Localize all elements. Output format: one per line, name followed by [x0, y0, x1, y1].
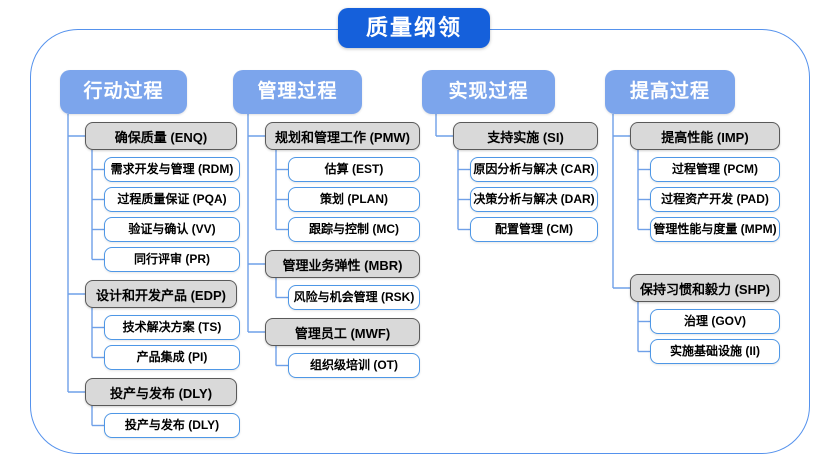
process-column: 行动过程确保质量 (ENQ) 需求开发与管理 (RDM) 过程质量保证 (PQA) 验…	[60, 70, 242, 438]
child-process-node: 配置管理 (CM)	[470, 217, 598, 242]
process-column: 实现过程支持实施 (SI) 原因分析与解决 (CAR) 决策分析与解决 (DAR) 配…	[422, 70, 600, 242]
child-process-node: 风险与机会管理 (RSK)	[288, 285, 420, 310]
child-process-node: 过程质量保证 (PQA)	[104, 187, 240, 212]
process-group: 保持习惯和毅力 (SHP) 治理 (GOV) 实施基础设施 (II)	[605, 274, 785, 364]
process-group: 支持实施 (SI) 原因分析与解决 (CAR) 决策分析与解决 (DAR) 配置管理 …	[422, 122, 600, 242]
parent-process-node: 支持实施 (SI)	[453, 122, 598, 150]
column-header: 实现过程	[422, 70, 555, 114]
column-header: 管理过程	[233, 70, 362, 114]
child-process-node: 过程资产开发 (PAD)	[650, 187, 780, 212]
child-process-node: 投产与发布 (DLY)	[104, 413, 240, 438]
child-process-node: 原因分析与解决 (CAR)	[470, 157, 598, 182]
child-process-list: 治理 (GOV) 实施基础设施 (II)	[605, 309, 785, 364]
process-group: 确保质量 (ENQ) 需求开发与管理 (RDM) 过程质量保证 (PQA) 验证与确认…	[60, 122, 242, 272]
child-process-list: 估算 (EST) 策划 (PLAN) 跟踪与控制 (MC)	[233, 157, 423, 242]
child-process-node: 估算 (EST)	[288, 157, 420, 182]
process-group: 管理员工 (MWF) 组织级培训 (OT)	[233, 318, 423, 378]
child-process-node: 管理性能与度量 (MPM)	[650, 217, 780, 242]
parent-process-node: 投产与发布 (DLY)	[85, 378, 237, 406]
process-group: 提高性能 (IMP) 过程管理 (PCM) 过程资产开发 (PAD) 管理性能与度量 …	[605, 122, 785, 242]
child-process-list: 过程管理 (PCM) 过程资产开发 (PAD) 管理性能与度量 (MPM)	[605, 157, 785, 242]
child-process-list: 原因分析与解决 (CAR) 决策分析与解决 (DAR) 配置管理 (CM)	[422, 157, 600, 242]
child-process-node: 策划 (PLAN)	[288, 187, 420, 212]
parent-process-node: 保持习惯和毅力 (SHP)	[630, 274, 780, 302]
parent-process-node: 规划和管理工作 (PMW)	[265, 122, 420, 150]
process-column: 管理过程规划和管理工作 (PMW) 估算 (EST) 策划 (PLAN) 跟踪与控制 …	[233, 70, 423, 378]
child-process-list: 需求开发与管理 (RDM) 过程质量保证 (PQA) 验证与确认 (VV) 同行评审 …	[60, 157, 242, 272]
child-process-node: 同行评审 (PR)	[104, 247, 240, 272]
child-process-node: 跟踪与控制 (MC)	[288, 217, 420, 242]
process-group: 管理业务弹性 (MBR) 风险与机会管理 (RSK)	[233, 250, 423, 310]
child-process-node: 组织级培训 (OT)	[288, 353, 420, 378]
child-process-list: 技术解决方案 (TS) 产品集成 (PI)	[60, 315, 242, 370]
child-process-list: 风险与机会管理 (RSK)	[233, 285, 423, 310]
child-process-node: 验证与确认 (VV)	[104, 217, 240, 242]
child-process-node: 过程管理 (PCM)	[650, 157, 780, 182]
child-process-list: 投产与发布 (DLY)	[60, 413, 242, 438]
child-process-node: 实施基础设施 (II)	[650, 339, 780, 364]
child-process-node: 需求开发与管理 (RDM)	[104, 157, 240, 182]
diagram-title: 质量纲领	[338, 8, 490, 48]
parent-process-node: 管理业务弹性 (MBR)	[265, 250, 420, 278]
column-header: 提高过程	[605, 70, 735, 114]
child-process-node: 产品集成 (PI)	[104, 345, 240, 370]
parent-process-node: 管理员工 (MWF)	[265, 318, 420, 346]
parent-process-node: 确保质量 (ENQ)	[85, 122, 237, 150]
process-group: 规划和管理工作 (PMW) 估算 (EST) 策划 (PLAN) 跟踪与控制 (MC)	[233, 122, 423, 242]
parent-process-node: 设计和开发产品 (EDP)	[85, 280, 237, 308]
process-group: 设计和开发产品 (EDP) 技术解决方案 (TS) 产品集成 (PI)	[60, 280, 242, 370]
column-header: 行动过程	[60, 70, 187, 114]
process-group: 投产与发布 (DLY) 投产与发布 (DLY)	[60, 378, 242, 438]
child-process-list: 组织级培训 (OT)	[233, 353, 423, 378]
child-process-node: 决策分析与解决 (DAR)	[470, 187, 598, 212]
child-process-node: 治理 (GOV)	[650, 309, 780, 334]
process-column: 提高过程提高性能 (IMP) 过程管理 (PCM) 过程资产开发 (PAD) 管理性能…	[605, 70, 785, 364]
parent-process-node: 提高性能 (IMP)	[630, 122, 780, 150]
child-process-node: 技术解决方案 (TS)	[104, 315, 240, 340]
